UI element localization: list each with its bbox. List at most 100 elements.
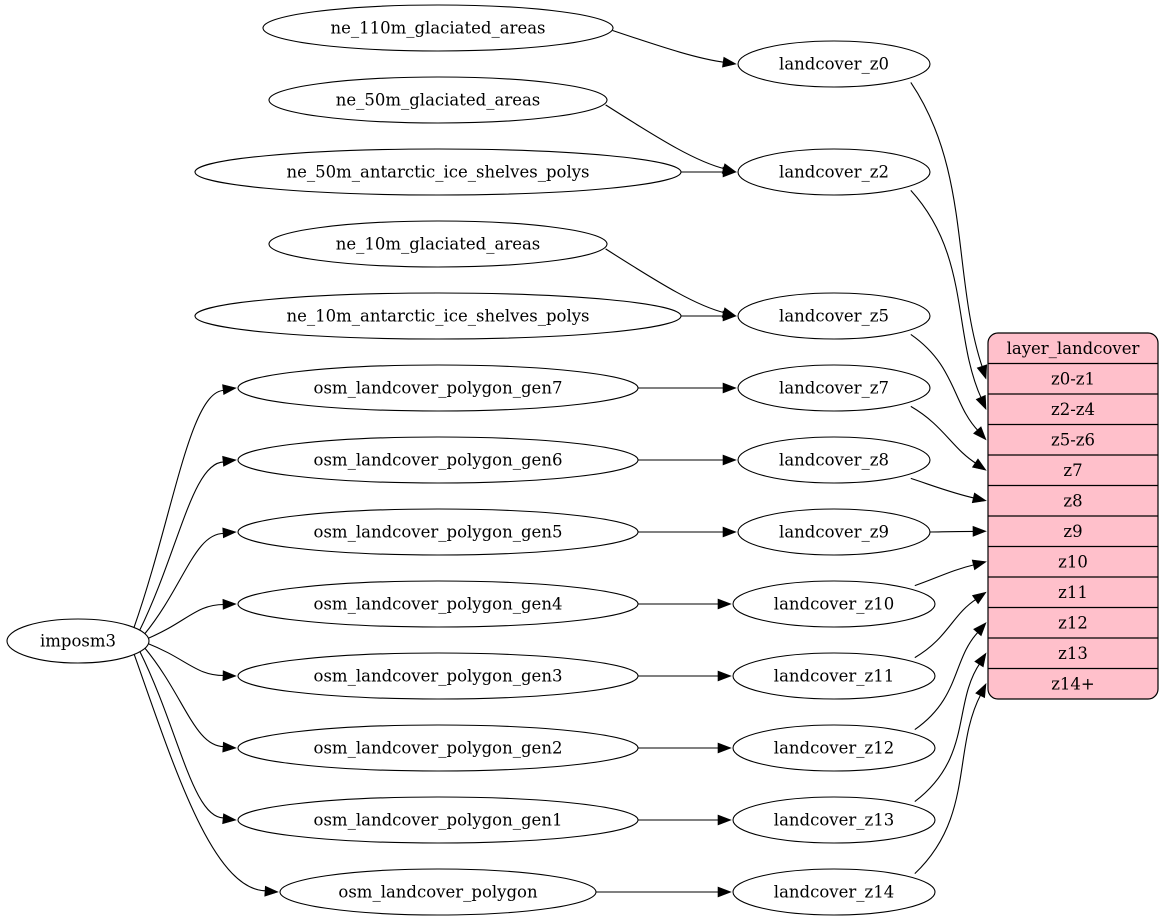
node-shape	[237, 508, 639, 556]
node-shape	[194, 292, 682, 340]
edge-osm_landcover_polygon_gen7-to-landcover_z7	[638, 382, 737, 394]
edge-line	[143, 532, 226, 635]
importer-node-imposm3[interactable]: imposm3	[6, 618, 150, 664]
arrow-head	[971, 458, 987, 471]
edge-landcover_z14-to-z14+	[914, 683, 987, 874]
table-row-z8[interactable]: z8	[988, 484, 1158, 511]
edge-line	[914, 630, 980, 731]
arrow-head	[975, 394, 987, 411]
node-label: landcover_z14	[774, 883, 894, 902]
row-label: z5-z6	[1051, 430, 1095, 449]
node-label: landcover_z10	[774, 595, 894, 614]
layer-node-landcover_z9[interactable]: landcover_z9	[737, 508, 931, 556]
table-layer: layer_landcover z0-z1 z2-z4 z5-z6 z7 z8 z9 z10 z…	[987, 332, 1159, 700]
arrow-head	[972, 525, 987, 537]
node-shape	[737, 292, 931, 340]
edge-osm_landcover_polygon_gen1-to-landcover_z13	[638, 814, 732, 826]
table-row-z10[interactable]: z10	[988, 545, 1158, 572]
node-shape	[732, 580, 936, 628]
arrow-head	[717, 742, 732, 754]
layer-node-landcover_z13[interactable]: landcover_z13	[732, 796, 936, 844]
arrow-head	[222, 598, 237, 610]
source-table-node-ne_50m_glaciated_areas[interactable]: ne_50m_glaciated_areas	[268, 76, 608, 124]
table-row-z14+[interactable]: z14+	[988, 667, 1158, 694]
edge-line	[914, 662, 981, 803]
edge-osm_landcover_polygon_gen3-to-landcover_z11	[638, 670, 732, 682]
arrow-head	[973, 426, 987, 441]
arrow-head	[722, 454, 737, 466]
row-label: z9	[1063, 522, 1082, 541]
source-table-node-osm_landcover_polygon_gen7[interactable]: osm_landcover_polygon_gen7	[237, 364, 639, 412]
table-row-z9[interactable]: z9	[988, 515, 1158, 541]
node-label: landcover_z9	[779, 523, 889, 542]
node-shape	[732, 724, 936, 772]
table-row-z2-z4[interactable]: z2-z4	[988, 393, 1158, 419]
arrow-head	[222, 670, 237, 682]
node-label: ne_110m_glaciated_areas	[330, 19, 545, 38]
table-row-z5-z6[interactable]: z5-z6	[988, 423, 1158, 450]
arrow-head	[973, 622, 987, 637]
node-shape	[737, 508, 931, 556]
node-label: osm_landcover_polygon_gen2	[314, 739, 563, 758]
layer-node-landcover_z0[interactable]: landcover_z0	[737, 40, 931, 88]
layer-node-landcover_z2[interactable]: landcover_z2	[737, 148, 931, 196]
edge-landcover_z0-to-z0-z1	[910, 82, 988, 380]
arrow-head	[222, 527, 237, 539]
edge-line	[914, 563, 976, 587]
source-table-node-ne_10m_glaciated_areas[interactable]: ne_10m_glaciated_areas	[268, 220, 608, 268]
node-label: osm_landcover_polygon_gen6	[314, 451, 563, 470]
source-table-node-osm_landcover_polygon_gen5[interactable]: osm_landcover_polygon_gen5	[237, 508, 639, 556]
source-table-node-ne_50m_antarctic_ice_shelves_polys[interactable]: ne_50m_antarctic_ice_shelves_polys	[194, 148, 682, 196]
node-shape	[237, 724, 639, 772]
table-row-z12[interactable]: z12	[988, 606, 1158, 633]
layer-node-landcover_z7[interactable]: landcover_z7	[737, 364, 931, 412]
table-row-z0-z1[interactable]: z0-z1	[988, 362, 1158, 389]
edge-ne_50m_antarctic_ice_shelves_polys-to-landcover_z2	[681, 166, 737, 178]
source-table-node-osm_landcover_polygon_gen2[interactable]: osm_landcover_polygon_gen2	[237, 724, 639, 772]
node-shape	[237, 580, 639, 628]
row-label: z14+	[1051, 674, 1095, 693]
node-shape	[268, 220, 608, 268]
table-row-z11[interactable]: z11	[988, 576, 1158, 602]
layer-node-landcover_z8[interactable]: landcover_z8	[737, 436, 931, 484]
source-table-node-osm_landcover_polygon[interactable]: osm_landcover_polygon	[279, 868, 597, 916]
node-label: landcover_z7	[779, 379, 889, 398]
table-row-z7[interactable]: z7	[988, 454, 1158, 480]
layer-node-landcover_z10[interactable]: landcover_z10	[732, 580, 936, 628]
layer-node-landcover_z14[interactable]: landcover_z14	[732, 868, 936, 916]
layer-node-landcover_z12[interactable]: landcover_z12	[732, 724, 936, 772]
edge-imposm3-to-osm_landcover_polygon_gen3	[146, 642, 237, 682]
layer-record-table[interactable]: layer_landcover z0-z1 z2-z4 z5-z6 z7 z8 z9 z10 z…	[987, 332, 1159, 700]
node-label: landcover_z2	[779, 163, 889, 182]
node-shape	[737, 148, 931, 196]
source-table-node-osm_landcover_polygon_gen3[interactable]: osm_landcover_polygon_gen3	[237, 652, 639, 700]
node-label: osm_landcover_polygon_gen1	[314, 811, 563, 830]
edge-imposm3-to-osm_landcover_polygon_gen4	[146, 598, 237, 640]
nodes-layer: ne_110m_glaciated_areas ne_50m_glaciated_…	[6, 4, 936, 916]
edge-osm_landcover_polygon-to-landcover_z14	[596, 886, 732, 898]
table-row-z13[interactable]: z13	[988, 637, 1158, 663]
node-shape	[194, 148, 682, 196]
edge-imposm3-to-osm_landcover_polygon_gen6	[138, 455, 237, 632]
node-label: ne_50m_glaciated_areas	[336, 91, 541, 110]
edge-line	[605, 104, 726, 170]
edge-line	[910, 405, 978, 465]
edge-landcover_z10-to-z10	[914, 559, 987, 587]
layer-node-landcover_z11[interactable]: landcover_z11	[732, 652, 936, 700]
edge-line	[143, 647, 226, 748]
edge-imposm3-to-osm_landcover_polygon_gen5	[143, 527, 237, 635]
table-header-label: layer_landcover	[1007, 339, 1140, 358]
row-label: z13	[1058, 644, 1088, 663]
source-table-node-ne_110m_glaciated_areas[interactable]: ne_110m_glaciated_areas	[262, 4, 614, 52]
source-table-node-osm_landcover_polygon_gen6[interactable]: osm_landcover_polygon_gen6	[237, 436, 639, 484]
arrow-head	[222, 741, 237, 753]
edge-landcover_z12-to-z12	[914, 622, 987, 731]
edge-line	[929, 530, 976, 533]
node-label: imposm3	[40, 632, 116, 651]
source-table-node-osm_landcover_polygon_gen1[interactable]: osm_landcover_polygon_gen1	[237, 796, 639, 844]
layer-node-landcover_z5[interactable]: landcover_z5	[737, 292, 931, 340]
source-table-node-osm_landcover_polygon_gen4[interactable]: osm_landcover_polygon_gen4	[237, 580, 639, 628]
source-table-node-ne_10m_antarctic_ice_shelves_polys[interactable]: ne_10m_antarctic_ice_shelves_polys	[194, 292, 682, 340]
edge-imposm3-to-osm_landcover_polygon_gen1	[139, 650, 237, 825]
